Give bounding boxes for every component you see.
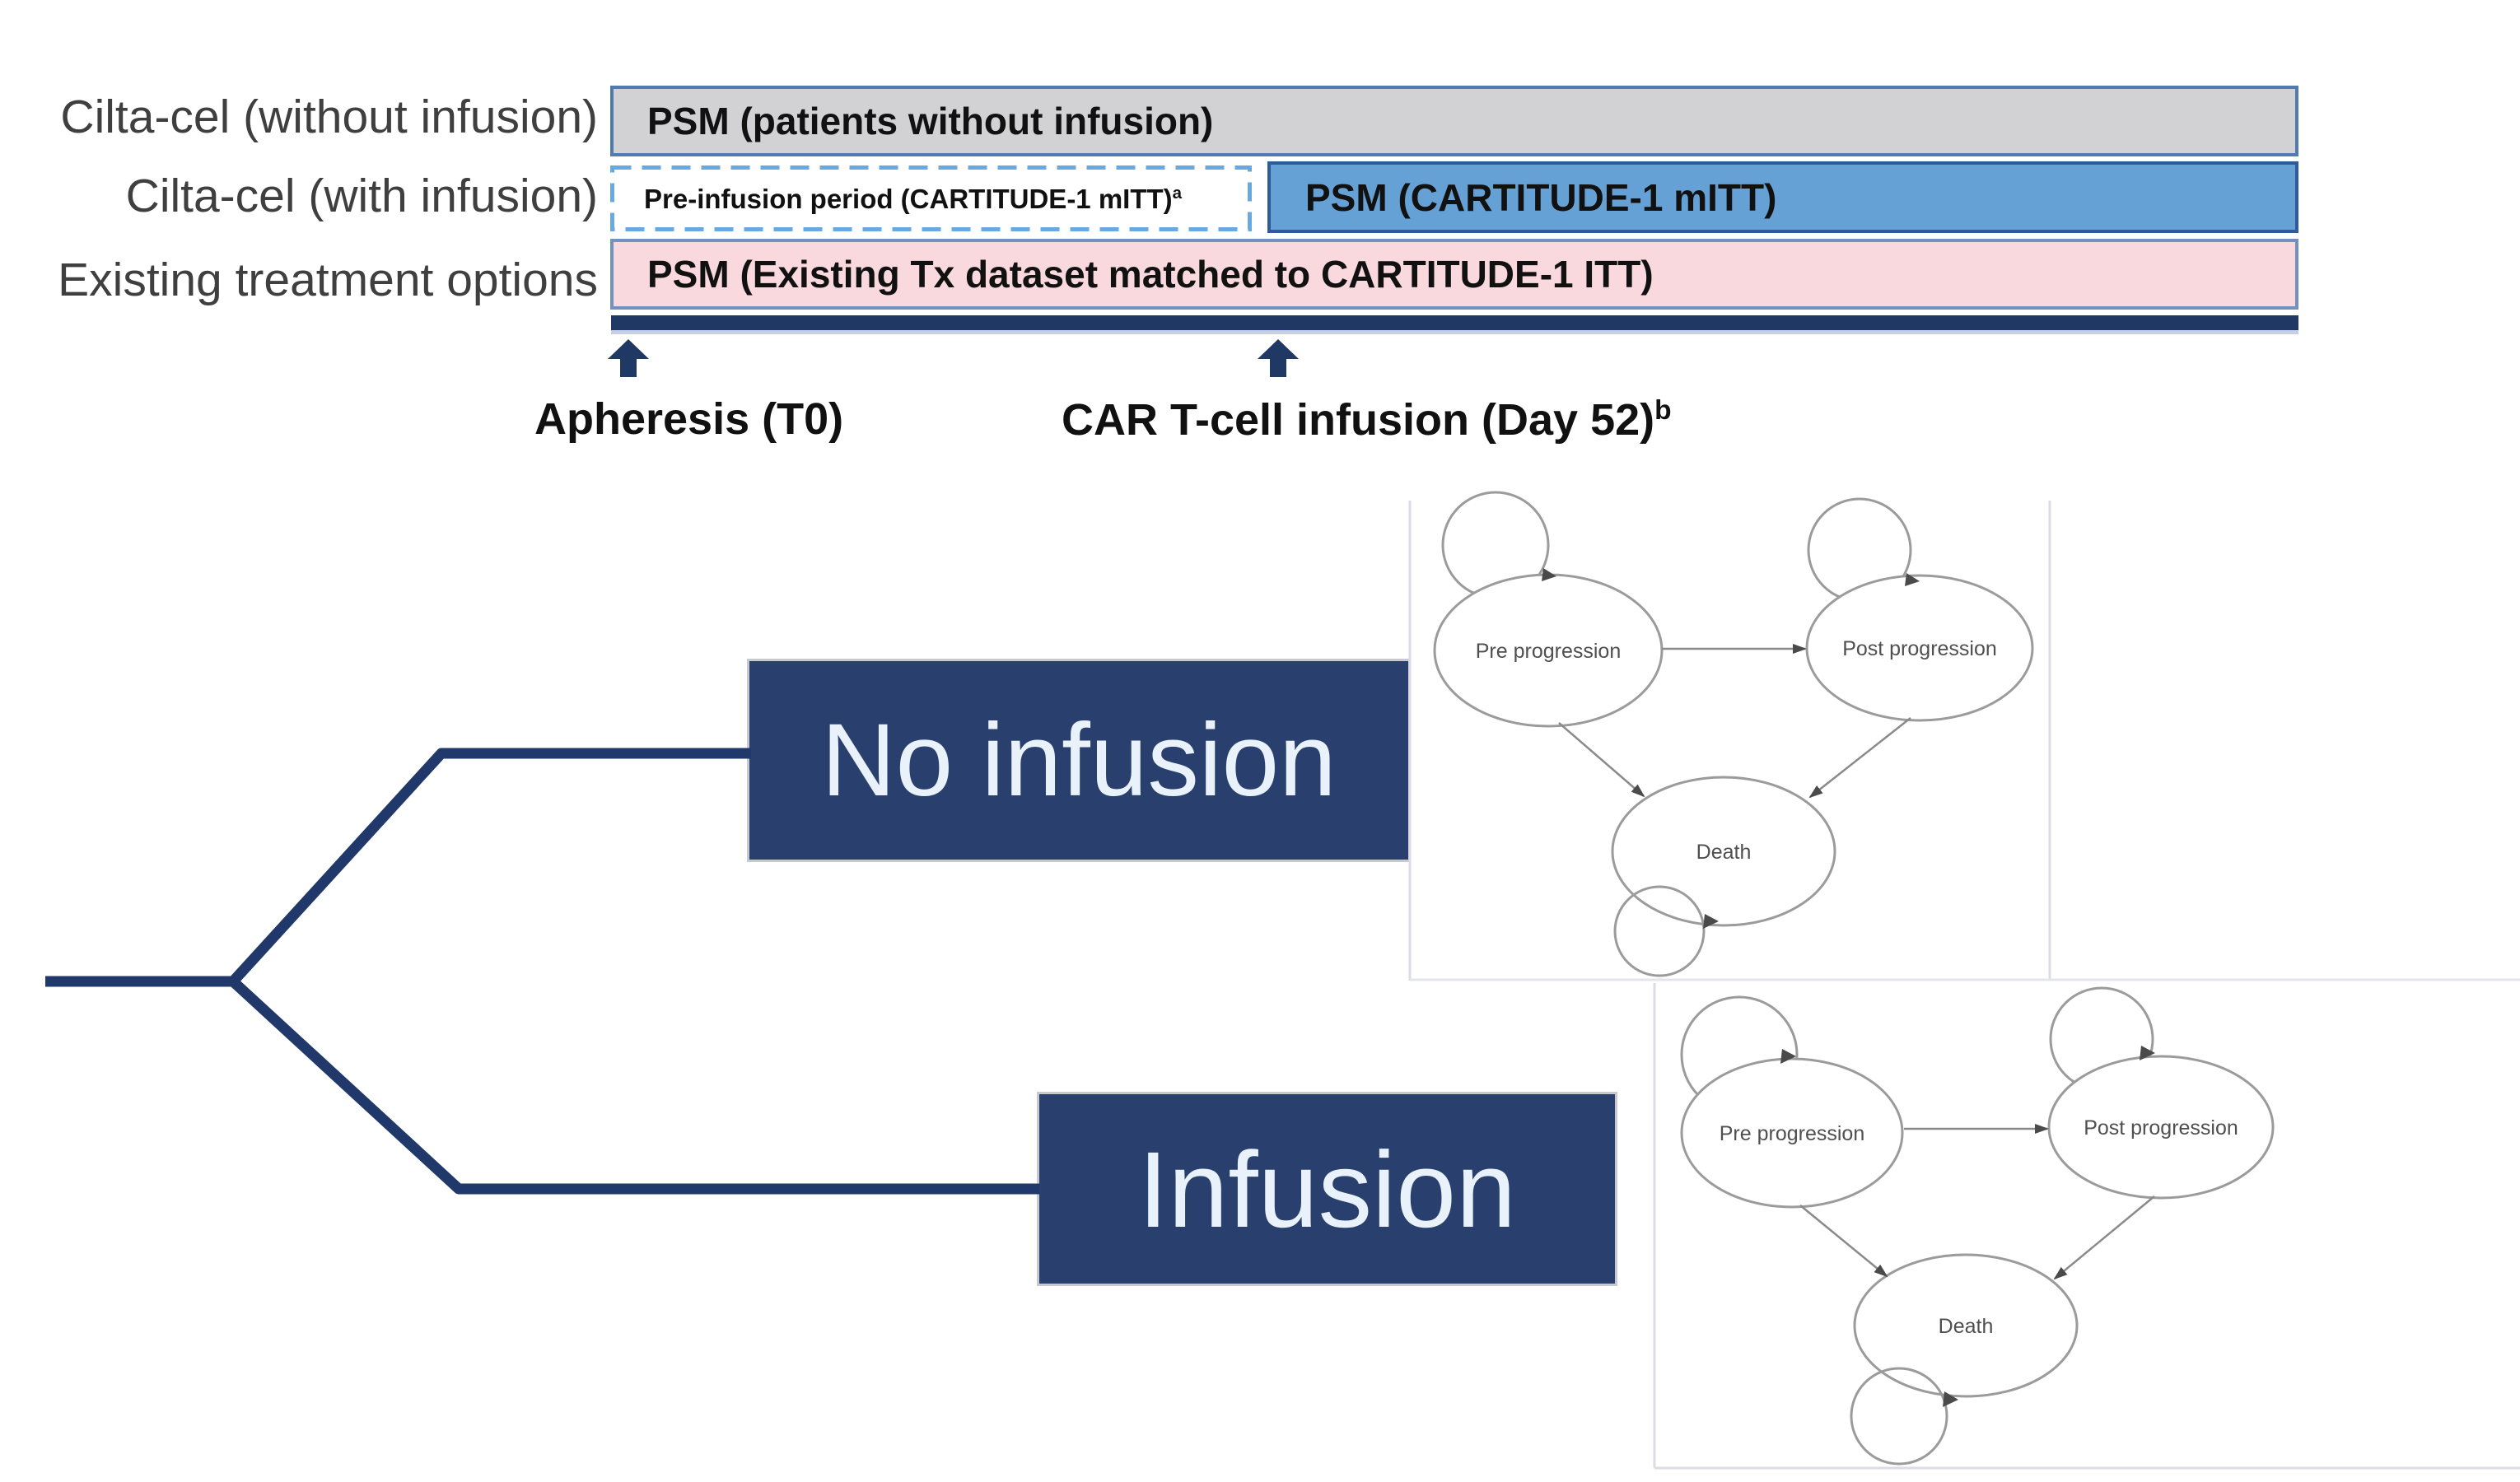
svg-text:Death: Death (1939, 1315, 1994, 1338)
svg-text:Post progression: Post progression (1842, 637, 1997, 660)
svg-text:Death: Death (1696, 841, 1752, 864)
svg-text:Pre progression: Pre progression (1720, 1122, 1864, 1145)
svg-text:Post progression: Post progression (2084, 1116, 2238, 1139)
svg-text:Pre progression: Pre progression (1476, 640, 1621, 663)
